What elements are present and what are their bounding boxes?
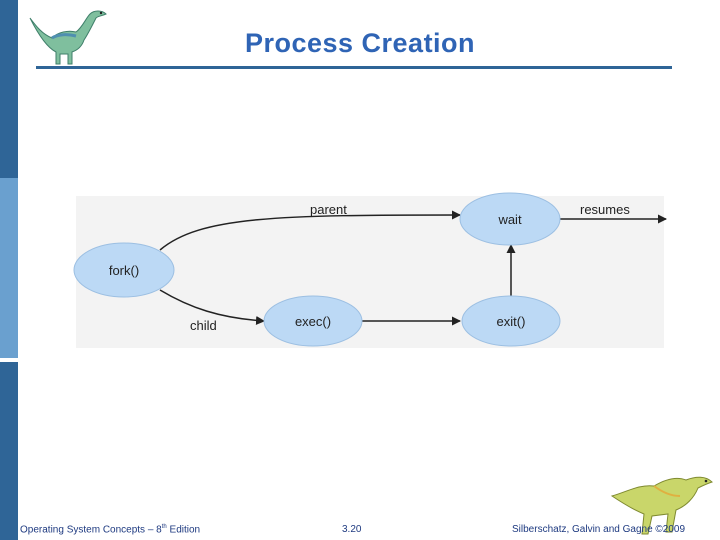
- exit-node: [461, 295, 561, 347]
- sidebar-segment: [0, 0, 18, 178]
- exec-node-label: exec(): [295, 314, 331, 329]
- exit-node-label: exit(): [497, 314, 526, 329]
- slide-title: Process Creation: [244, 28, 476, 58]
- fork-node-label: fork(): [109, 263, 139, 278]
- book-citation-suffix: Edition: [166, 524, 201, 536]
- parent-edge-label: parent: [310, 202, 347, 217]
- book-citation: Operating System Concepts – 8th Edition: [20, 524, 200, 535]
- book-citation-sup: th: [161, 524, 167, 530]
- title-underline: [36, 66, 672, 69]
- dinosaur-mascot-icon: [610, 476, 713, 535]
- copyright-notice: Silberschatz, Galvin and Gagne ©2009: [512, 524, 686, 535]
- sidebar-segment: [0, 362, 18, 540]
- page-number: 3.20: [342, 524, 362, 535]
- slide-sidebar: [0, 0, 18, 540]
- parent-arrow: [159, 210, 461, 251]
- book-citation-prefix: Operating System Concepts – 8: [20, 524, 162, 536]
- resumes-edge-label: resumes: [580, 202, 630, 217]
- wait-node: [459, 192, 561, 246]
- child-edge-label: child: [190, 318, 217, 333]
- fork-node: [73, 242, 175, 298]
- child-arrow: [159, 289, 265, 325]
- dinosaur-logo-icon: [29, 10, 107, 65]
- wait-node-label: wait: [497, 212, 522, 227]
- exec-node: [263, 295, 363, 347]
- sidebar-segment: [0, 178, 18, 358]
- sidebar-segment: [0, 358, 18, 362]
